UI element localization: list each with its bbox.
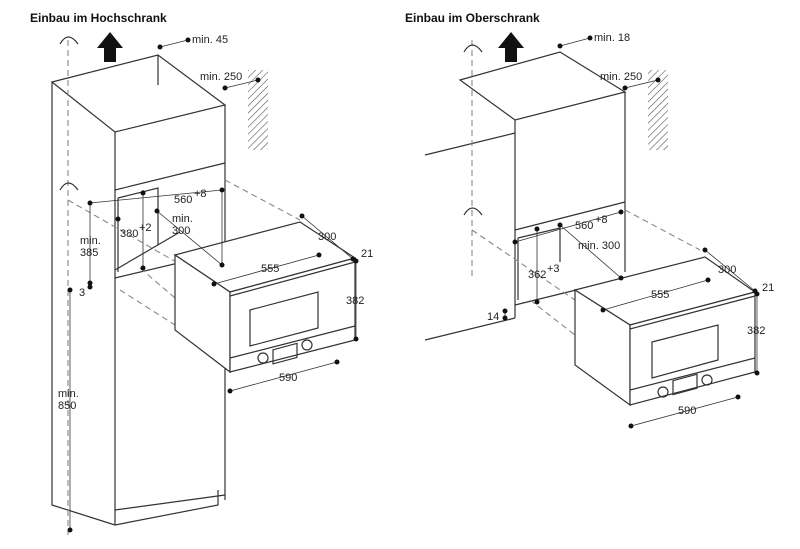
dim-depth-300: 300 bbox=[718, 264, 736, 276]
dim-min385-value: 385 bbox=[80, 247, 98, 259]
dim-min250: min. 250 bbox=[600, 71, 642, 83]
left-title: Einbau im Hochschrank bbox=[30, 11, 167, 25]
dim-width-555: 555 bbox=[261, 263, 279, 275]
dim-height-362-tolerance: +3 bbox=[547, 263, 560, 275]
dim-depth-21: 21 bbox=[762, 282, 774, 294]
dim-gap-3: 3 bbox=[79, 287, 85, 299]
wall-cabinet bbox=[424, 51, 627, 341]
dim-width-590: 590 bbox=[678, 405, 696, 417]
built-in-oven bbox=[173, 221, 357, 374]
dim-min385-label: min. bbox=[80, 235, 101, 247]
dim-min18: min. 18 bbox=[594, 32, 630, 44]
dim-height-362: 362 bbox=[528, 269, 546, 281]
dimension-lines bbox=[502, 35, 760, 429]
tall-cabinet bbox=[50, 54, 227, 526]
dim-gap-14: 14 bbox=[487, 311, 499, 323]
door-hinge-icon bbox=[463, 207, 483, 216]
dim-min250: min. 250 bbox=[200, 71, 242, 83]
ventilation-arrow-icon bbox=[498, 32, 524, 62]
wall-hatch bbox=[648, 70, 668, 150]
door-hinge-icon bbox=[59, 182, 79, 191]
dim-min850-label: min. bbox=[58, 388, 79, 400]
dim-min300-value: 300 bbox=[172, 225, 190, 237]
dim-width-560-tolerance: +8 bbox=[595, 214, 608, 226]
door-hinge-icon bbox=[463, 44, 483, 53]
dim-min300-label: min. bbox=[172, 213, 193, 225]
dim-width-560: 560 bbox=[575, 220, 593, 232]
dim-min850-value: 850 bbox=[58, 400, 76, 412]
dim-width-560-tolerance: +8 bbox=[194, 188, 207, 200]
dim-min45: min. 45 bbox=[192, 34, 228, 46]
dim-width-555: 555 bbox=[651, 289, 669, 301]
tall-cabinet-figure: Einbau im Hochschrank bbox=[30, 11, 373, 535]
dim-width-590: 590 bbox=[279, 372, 297, 384]
wall-cabinet-figure: Einbau im Oberschrank bbox=[405, 11, 774, 429]
dim-height-382: 382 bbox=[346, 295, 364, 307]
dim-width-560: 560 bbox=[174, 194, 192, 206]
dim-min300: min. 300 bbox=[578, 240, 620, 252]
right-title: Einbau im Oberschrank bbox=[405, 11, 540, 25]
ventilation-arrow-icon bbox=[97, 32, 123, 62]
wall-hatch bbox=[248, 70, 268, 150]
door-hinge-icon bbox=[59, 36, 79, 45]
dim-height-382: 382 bbox=[747, 325, 765, 337]
dim-height-380: 380 bbox=[120, 228, 138, 240]
dim-height-380-tolerance: +2 bbox=[139, 222, 152, 234]
dim-depth-300: 300 bbox=[318, 231, 336, 243]
dim-depth-21: 21 bbox=[361, 248, 373, 260]
dimension-lines bbox=[67, 37, 359, 533]
built-in-oven bbox=[573, 256, 757, 407]
